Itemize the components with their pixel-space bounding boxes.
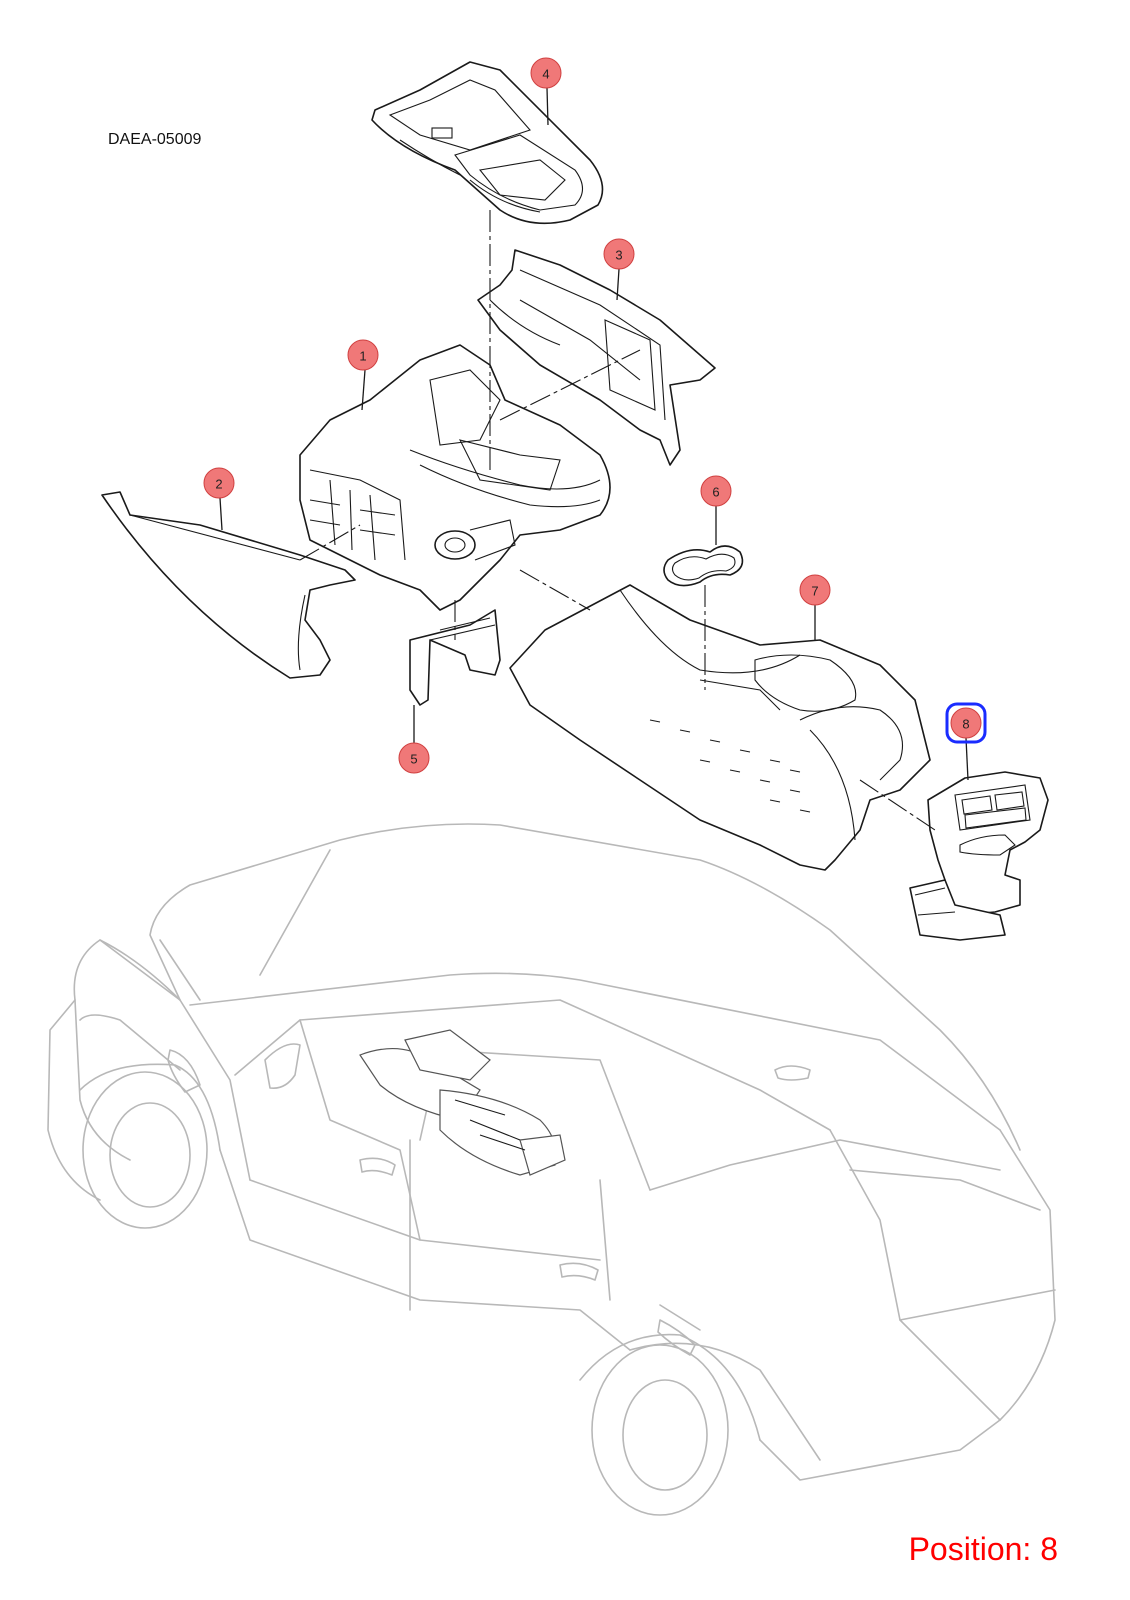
- callout-leader-3: [616, 268, 620, 301]
- part-6-cup-mat: [663, 545, 744, 587]
- callout-7[interactable]: 7: [799, 574, 831, 640]
- callout-leader-8: [965, 737, 969, 781]
- callout-number-2: 2: [215, 477, 222, 492]
- callout-leader-4: [546, 87, 549, 126]
- callout-6[interactable]: 6: [700, 475, 732, 545]
- callout-number-8: 8: [962, 717, 969, 732]
- callout-8[interactable]: 8: [945, 702, 987, 781]
- selected-callout-highlight: [945, 702, 987, 744]
- callout-circle-1[interactable]: [347, 339, 379, 371]
- callout-leader-2: [219, 497, 223, 531]
- part-2-side-panel: [101, 491, 356, 679]
- part-1-console-body: [299, 344, 611, 611]
- callout-circle-2[interactable]: [203, 467, 235, 499]
- callout-number-5: 5: [410, 752, 417, 767]
- assembly-lines: [299, 210, 936, 831]
- part-8-rear-panel: [909, 771, 1049, 941]
- callout-3[interactable]: 3: [603, 238, 635, 301]
- callout-circle-6[interactable]: [700, 475, 732, 507]
- diagram-code-label: DAEA-05009: [108, 131, 202, 148]
- part-7-cover-assembly: [509, 584, 931, 871]
- callout-leader-1: [361, 369, 366, 411]
- callout-circle-3[interactable]: [603, 238, 635, 270]
- vehicle-console-thumbnail: [359, 1029, 566, 1176]
- callout-2[interactable]: 2: [203, 467, 235, 531]
- vehicle-outline: [47, 823, 1056, 1516]
- callout-1[interactable]: 1: [347, 339, 379, 411]
- callout-circle-5[interactable]: [398, 742, 430, 774]
- callout-circle-8[interactable]: [950, 707, 982, 739]
- callout-circle-7[interactable]: [799, 574, 831, 606]
- callout-number-3: 3: [615, 248, 622, 263]
- callout-number-4: 4: [542, 67, 549, 82]
- callout-number-6: 6: [712, 485, 719, 500]
- position-label: Position: 8: [908, 1531, 1058, 1567]
- callout-group: 1 2 3 4 5 6 7 8: [203, 57, 987, 781]
- callout-4[interactable]: 4: [530, 57, 562, 126]
- part-5-bracket: [409, 609, 501, 706]
- part-3-side-panel: [477, 249, 716, 466]
- part-4-upper-tray: [371, 61, 604, 225]
- callout-circle-4[interactable]: [530, 57, 562, 89]
- callout-number-7: 7: [811, 584, 818, 599]
- callout-5[interactable]: 5: [398, 705, 430, 774]
- callout-number-1: 1: [359, 349, 366, 364]
